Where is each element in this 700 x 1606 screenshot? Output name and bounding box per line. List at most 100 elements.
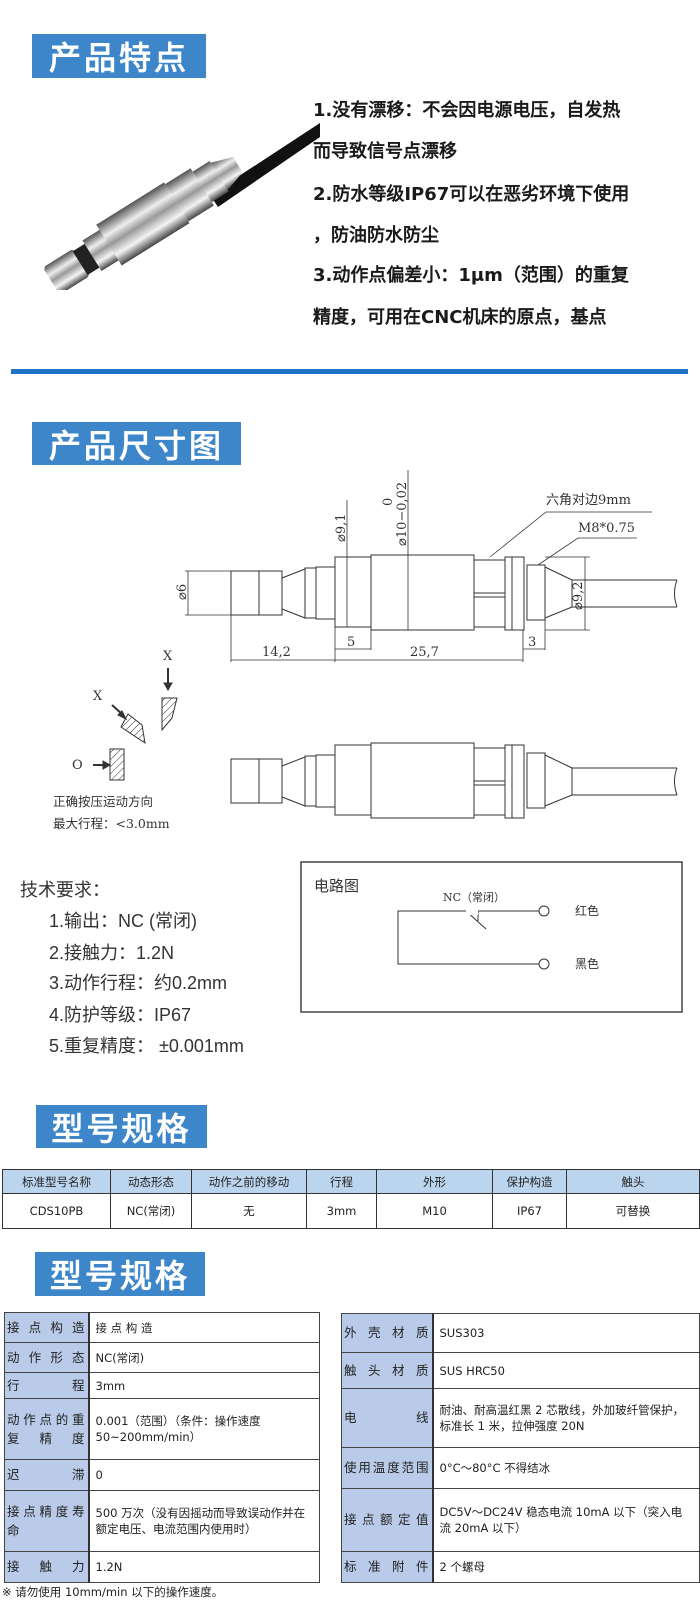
spec-value: 3mm [88,1372,320,1399]
spec-label: 动作点的重复精度 [4,1398,90,1460]
switch-label: NC（常闭） [443,891,505,904]
tech-req-item: 5.重复精度： ±0.001mm [49,1036,244,1056]
dim-dia-10: ⌀10−0,02 [395,482,410,546]
dimension-drawing: 14,2 5 25,7 3 ⌀6 ⌀9,1 ⌀10−0,02 0 ⌀9,2 六角… [53,470,678,831]
feature-line: 2.防水等级IP67可以在恶劣环境下使用 [313,184,630,205]
section-header-specs: 型号规格 [35,1252,205,1296]
feature-line: 3.动作点偏差小：1μm（范围）的重复 [313,265,629,286]
col-header: 触头 [566,1169,700,1194]
max-stroke: 最大行程：<3.0mm [53,816,170,831]
cell: 3mm [306,1193,377,1229]
dim-5: 5 [347,635,355,650]
tech-req-title: 技术要求： [20,880,110,900]
spec-value: 2 个螺母 [432,1551,700,1583]
spec-value: 0.001（范围）（条件：操作速度 50~200mm/min） [88,1398,320,1460]
dir-caption: 正确按压运动方向 [53,794,153,809]
dim-3: 3 [528,635,536,650]
footnote: ※ 请勿使用 10mm/min 以下的操作速度。 [2,1585,224,1599]
spec-label: 接点额定值 [341,1488,434,1552]
sensor-outline-top [230,554,678,631]
hatched-target-vertical [161,697,178,732]
tech-req-item: 2.接触力：1.2N [49,943,175,963]
col-header: 行程 [306,1169,377,1194]
dim-dia-6: ⌀6 [175,584,190,600]
col-header: 标准型号名称 [2,1169,111,1194]
circuit-diagram: 电路图 NC（常闭） 红色 黑色 [300,861,683,1013]
dim-dia-9-1: ⌀9,1 [334,513,349,542]
cell: 可替换 [566,1193,700,1229]
spec-label: 接点构造 [4,1312,90,1343]
spec-label: 标准附件 [341,1551,434,1583]
black-wire-label: 黑色 [575,957,599,971]
hatched-target-correct [109,748,125,781]
feature-line: 精度，可用在CNC机床的原点，基点 [313,307,607,328]
spec-label: 行程 [4,1372,90,1399]
spec-value: 1.2N [88,1551,320,1583]
dim-14-2: 14,2 [262,645,291,660]
col-header: 外形 [376,1169,493,1194]
spec-label: 接触力 [4,1551,90,1583]
red-wire-label: 红色 [575,903,599,918]
table-row: 接点构造接 点 构 造 [4,1312,320,1343]
spec-label: 电线 [341,1388,434,1448]
col-header: 动态形态 [110,1169,192,1194]
dir-x-vertical: X [163,649,173,664]
section-divider [11,369,688,374]
cell: IP67 [492,1193,567,1229]
spec-label: 迟滞 [4,1459,90,1491]
spec-value: 0 [88,1459,320,1491]
thread-label: M8*0.75 [578,521,635,536]
tech-req-item: 4.防护等级：IP67 [49,1005,192,1025]
hatched-target-angled [120,713,146,745]
section-header-features: 产品特点 [32,34,206,78]
spec-value: 500 万次（没有因摇动而导致误动作并在额定电压、电流范围内使用时） [88,1490,320,1552]
tech-req-item: 3.动作行程：约0.2mm [49,973,228,993]
dir-x-angled: X [93,689,103,704]
spec-label: 触头材质 [341,1352,434,1389]
section-header-dimensions: 产品尺寸图 [32,422,241,465]
spec-value: SUS303 [432,1313,700,1353]
hex-label: 六角对边9mm [546,493,631,508]
table-row: 电线耐油、耐高温红黑 2 芯散线，外加玻纤管保护，标准长 1 米，拉伸强度 20… [341,1388,700,1448]
spec-value: 耐油、耐高温红黑 2 芯散线，外加玻纤管保护，标准长 1 米，拉伸强度 20N [432,1388,700,1448]
spec-label: 使用温度范围 [341,1447,434,1489]
spec-value: 0°C～80°C 不得结冰 [432,1447,700,1489]
cell: 无 [191,1193,307,1229]
dir-o: O [72,758,83,773]
col-header: 动作之前的移动 [191,1169,307,1194]
spec-value: DC5V～DC24V 稳态电流 10mA 以下（突入电流 20mA 以下） [432,1488,700,1552]
feature-line: 而导致信号点漂移 [313,141,457,162]
table-row: CDS10PB NC(常闭) 无 3mm M10 IP67 可替换 [2,1193,700,1229]
spec-value: SUS HRC50 [432,1352,700,1389]
feature-line: 1.没有漂移：不会因电源电压，自发热 [313,100,621,121]
product-photo [44,123,320,290]
sensor-outline-bottom [230,742,678,819]
spec-label: 接点精度寿命 [4,1490,90,1552]
cell: M10 [376,1193,493,1229]
model-table: 标准型号名称 动态形态 动作之前的移动 行程 外形 保护构造 触头 CDS10P… [2,1169,700,1229]
cell: NC(常闭) [110,1193,192,1229]
dim-dia-9-2: ⌀9,2 [571,581,586,610]
col-header: 保护构造 [492,1169,567,1194]
spec-value: NC(常闭) [88,1342,320,1373]
circuit-title: 电路图 [314,877,359,895]
dim-25-7: 25,7 [410,645,439,660]
section-header-models: 型号规格 [36,1105,207,1148]
spec-label: 外壳材质 [341,1313,434,1353]
tech-req-item: 1.输出：NC (常闭) [49,911,197,931]
dim-dia-10-tol: 0 [381,498,396,506]
spec-label: 动作形态 [4,1342,90,1373]
spec-value: 接 点 构 造 [88,1312,320,1343]
cell: CDS10PB [2,1193,111,1229]
